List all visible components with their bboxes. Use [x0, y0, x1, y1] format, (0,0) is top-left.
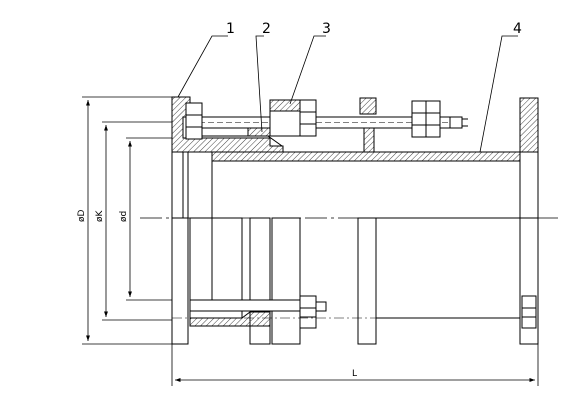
- leader-1: [177, 35, 228, 98]
- nut-3: [299, 99, 317, 137]
- gland-seal: [247, 127, 271, 137]
- lower-half: [171, 217, 539, 345]
- callout-leaders: [177, 35, 518, 153]
- middle-flange-lower-hatched: [363, 127, 375, 153]
- pipe-wall-hatched: [211, 151, 539, 162]
- right-flange-body: [519, 151, 539, 219]
- lower-gland-taper: [189, 311, 271, 327]
- rod-end: [449, 116, 463, 129]
- callout-2: 2: [262, 21, 271, 37]
- right-flange-hatched: [519, 97, 539, 153]
- leader-3: [289, 35, 326, 105]
- dim-label-D: øD: [77, 209, 87, 222]
- leader-2: [255, 35, 264, 133]
- dim-label-d: ød: [119, 211, 129, 222]
- callout-1: 1: [226, 21, 235, 37]
- dimension-lines: [82, 96, 539, 386]
- upper-section: [171, 96, 539, 219]
- lower-main-flange: [171, 217, 189, 345]
- dim-label-K: øK: [95, 209, 105, 222]
- leader-4: [479, 35, 518, 153]
- nut-block: [269, 110, 301, 137]
- dim-label-L: L: [352, 369, 357, 379]
- lower-rod: [189, 299, 301, 312]
- callout-4: 4: [513, 21, 522, 37]
- callout-3: 3: [322, 21, 331, 37]
- main-flange-body: [171, 151, 189, 219]
- lower-nut: [299, 295, 317, 329]
- nut-left: [185, 102, 203, 140]
- middle-flange-top-hatched: [359, 97, 377, 115]
- lower-pipe: [375, 217, 521, 319]
- nut-block-hatched: [269, 99, 301, 112]
- nut-right-2: [425, 100, 441, 138]
- lower-middle-flange: [357, 217, 377, 345]
- lower-rod-end: [315, 301, 327, 312]
- nut-right-1: [411, 100, 427, 138]
- lower-gland-flange: [271, 217, 301, 345]
- lower-right-nut: [521, 295, 537, 329]
